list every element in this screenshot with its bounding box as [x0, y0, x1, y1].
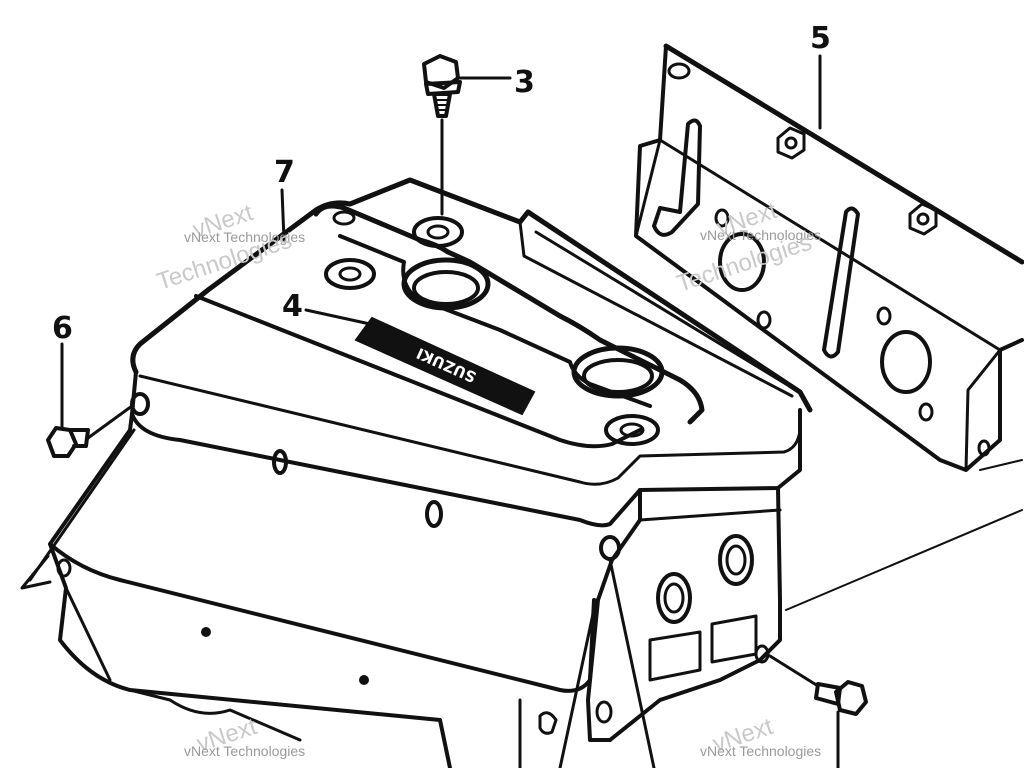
watermark-lower-left: vNext vNext Technologies: [184, 713, 305, 759]
side-plate: [586, 486, 782, 742]
watermark-full: vNext Technologies: [700, 743, 821, 759]
watermark-full: vNext Technologies: [700, 227, 821, 243]
leader-lines: [28, 54, 1023, 768]
callout-7: 7: [274, 155, 295, 190]
watermark-lower-right: vNext vNext Technologies: [700, 713, 821, 759]
bracket-nut-lower: [908, 202, 938, 236]
mounting-bracket: [634, 43, 1024, 472]
callout-3: 3: [514, 65, 535, 100]
watermark-full: vNext Technologies: [184, 229, 305, 245]
cylinder-head-cover: SUZUKI: [130, 177, 813, 561]
watermark-full: vNext Technologies: [184, 743, 305, 759]
watermark-upper-right: vNext vNext Technologies Technologies: [674, 197, 822, 298]
bolt-part-3: [422, 54, 512, 216]
lower-shroud: [20, 412, 596, 768]
callout-4: 4: [282, 289, 303, 324]
callout-5: 5: [810, 21, 831, 56]
bolt-part-6: [46, 342, 134, 458]
bracket-nut-upper: [776, 126, 806, 160]
callout-6: 6: [52, 311, 73, 346]
bolt-lower-right: [768, 654, 868, 768]
